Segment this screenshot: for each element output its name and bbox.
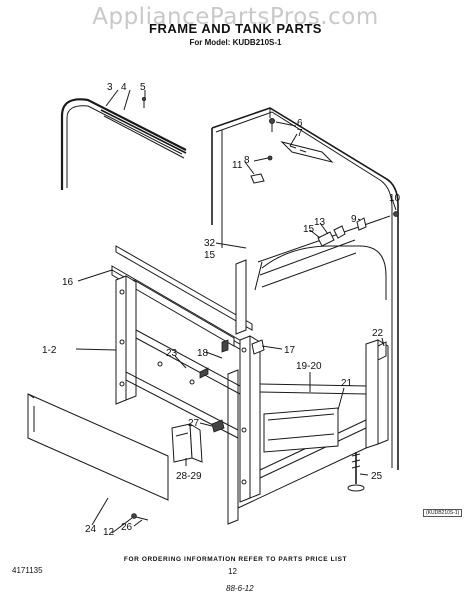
- date-mark: 88-6-12: [226, 584, 254, 593]
- callout-28-29: 28-29: [176, 471, 202, 482]
- ordering-note: FOR ORDERING INFORMATION REFER TO PARTS …: [123, 556, 348, 563]
- leveling-leg: [347, 452, 365, 492]
- callout-6: 6: [297, 118, 303, 129]
- callout-25: 25: [371, 471, 383, 482]
- callout-21: 21: [341, 378, 353, 389]
- diagram-title: FRAME AND TANK PARTS: [149, 21, 322, 36]
- callout-13: 13: [314, 217, 326, 228]
- callout-15: 15: [204, 250, 216, 261]
- callout-4: 4: [121, 82, 127, 93]
- model-subtitle: For Model: KUDB210S-1: [189, 38, 282, 47]
- callout-16: 16: [62, 277, 74, 288]
- toe-panel: [27, 393, 169, 521]
- page-number: 12: [228, 567, 237, 576]
- switch-module: [171, 419, 225, 463]
- callout-10: 10: [389, 193, 401, 204]
- callout-9: 9: [351, 214, 357, 225]
- callout-19-20: 19-20: [296, 361, 322, 372]
- callout-23: 23: [166, 348, 178, 359]
- model-stamp: (KUDB210S-1): [423, 509, 463, 517]
- tank-shell: [211, 107, 399, 470]
- top-rails: [111, 245, 253, 356]
- watermark: AppliancePartsPros.com: [92, 4, 379, 30]
- callout-14: 15: [303, 224, 315, 235]
- document-number: 4171135: [12, 566, 43, 575]
- callout-7: 7: [297, 128, 303, 139]
- leader-lines: [75, 89, 397, 534]
- callout-24: 24: [85, 524, 97, 535]
- callout-5: 5: [140, 82, 146, 93]
- callout-17: 17: [284, 345, 296, 356]
- callout-26: 26: [121, 522, 133, 533]
- callout-22: 22: [372, 328, 384, 339]
- callout-1-2: 1-2: [42, 345, 57, 356]
- door-gasket: [60, 97, 187, 190]
- callout-18: 18: [197, 348, 209, 359]
- callout-12-bottom: 12: [103, 527, 115, 538]
- callout-32: 32: [204, 238, 216, 249]
- callout-27: 27: [188, 418, 200, 429]
- callout-3: 3: [107, 82, 113, 93]
- callout-labels: 3 4 5 6 7 8 9 10 11 12 13 15 32 15 16 17…: [42, 82, 401, 538]
- callout-8: 8: [244, 155, 250, 166]
- callout-11: 11: [232, 160, 243, 171]
- front-frame: [115, 259, 389, 525]
